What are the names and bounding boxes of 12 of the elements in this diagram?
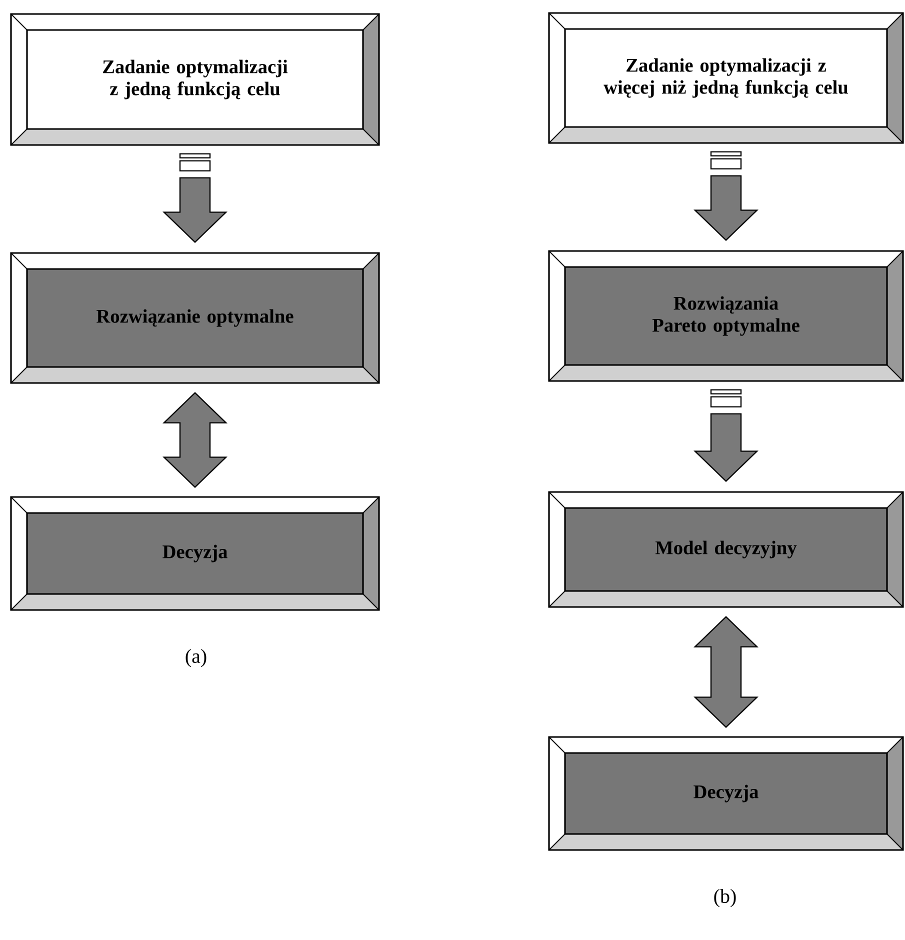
bevel-box: Rozwiązania Pareto optymalne xyxy=(548,250,904,382)
bevel-box: Zadanie optymalizacji z więcej niż jedną funkcją celu xyxy=(548,12,904,144)
bevel-box: Zadanie optymalizacji z jedną funkcją celu xyxy=(10,13,380,146)
bevel-box: Decyzja xyxy=(10,496,380,611)
bevel-box: Rozwiązanie optymalne xyxy=(10,252,380,384)
caption-label: (b) xyxy=(714,888,736,908)
block-arrow xyxy=(694,151,758,242)
block-arrow xyxy=(162,153,228,244)
bevel-box: Model decyzyjny xyxy=(548,491,904,608)
block-arrow xyxy=(694,389,758,482)
bevel-box: Decyzja xyxy=(548,736,904,851)
caption-label: (a) xyxy=(186,648,206,668)
